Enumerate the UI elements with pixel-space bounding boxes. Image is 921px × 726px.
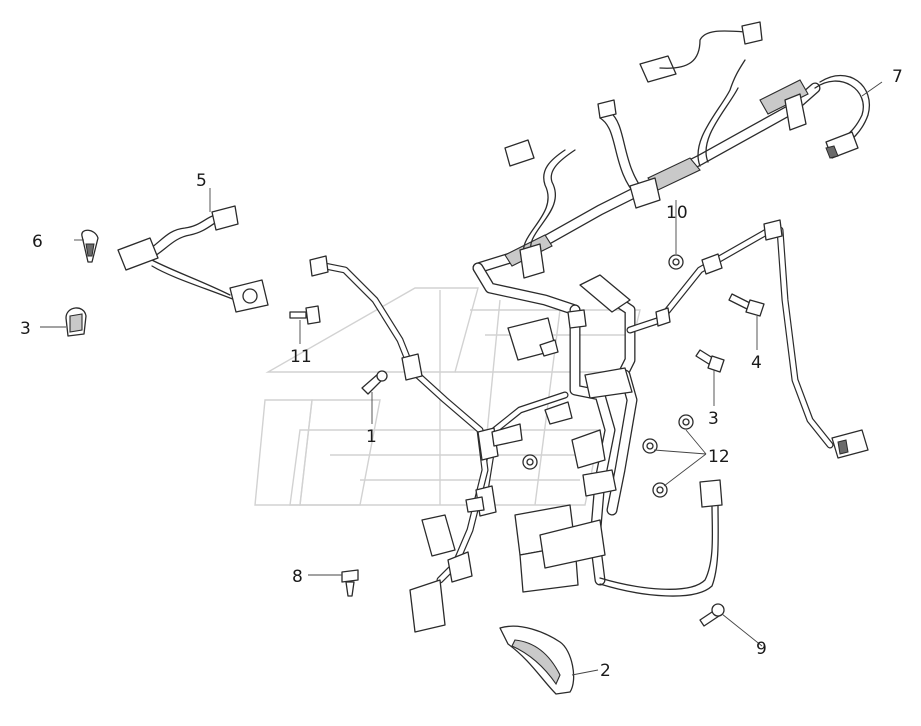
connector-7 xyxy=(825,131,859,159)
callout-4: 4 xyxy=(751,353,762,373)
callout-10: 10 xyxy=(666,203,688,223)
bolt-11 xyxy=(289,305,321,325)
callout-12: 12 xyxy=(708,447,730,467)
clip-6 xyxy=(81,229,99,263)
callout-labels: 5 6 3 11 1 10 7 4 3 12 8 9 2 xyxy=(20,67,903,681)
right-harness xyxy=(626,219,869,459)
left-harness xyxy=(309,255,523,633)
callout-9: 9 xyxy=(756,639,767,659)
leader-lines xyxy=(40,81,883,676)
callout-6: 6 xyxy=(32,232,43,252)
clip-3-left xyxy=(65,307,87,337)
callout-3-left: 3 xyxy=(20,319,31,339)
callout-5: 5 xyxy=(196,171,207,191)
callout-8: 8 xyxy=(292,567,303,587)
callout-2: 2 xyxy=(600,661,611,681)
upper-harness xyxy=(472,21,871,316)
nuts-12 xyxy=(522,414,694,498)
callout-1: 1 xyxy=(366,427,377,447)
callout-7: 7 xyxy=(892,67,903,87)
bolt-9 xyxy=(699,603,725,627)
bolt-1 xyxy=(361,370,388,395)
sub-harness-5 xyxy=(117,205,269,313)
central-harness xyxy=(478,274,723,597)
callout-11: 11 xyxy=(290,347,312,367)
connector-right xyxy=(831,429,869,459)
bolt-3-right xyxy=(695,349,725,373)
callout-3-right: 3 xyxy=(708,409,719,429)
bracket-2 xyxy=(499,625,575,695)
washer-10 xyxy=(668,254,684,270)
bolt-4 xyxy=(728,293,765,317)
bolt-8 xyxy=(341,569,359,597)
